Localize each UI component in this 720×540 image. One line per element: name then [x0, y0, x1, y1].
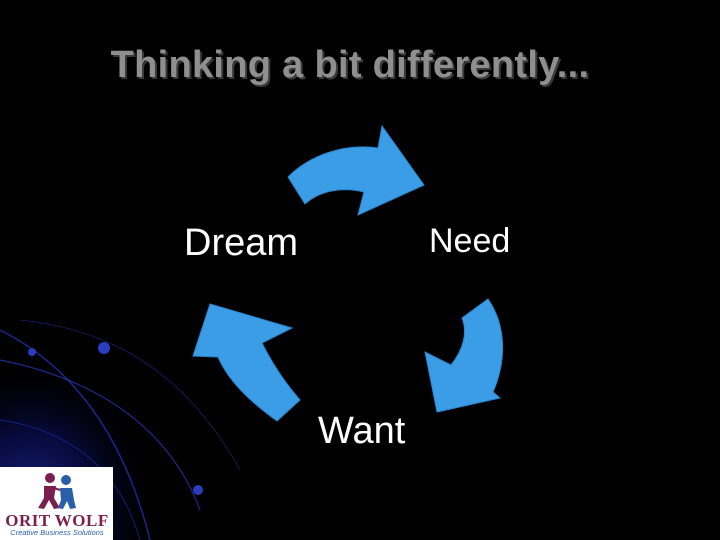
- logo-tagline: Creative Business Solutions: [10, 528, 104, 537]
- arrow-want-to-dream: [192, 303, 301, 422]
- arrow-need-to-want: [424, 298, 504, 413]
- two-people-icon: [38, 473, 76, 509]
- logo-name: ORIT WOLF: [5, 511, 109, 530]
- slide-title: Thinking a bit differently...: [110, 44, 590, 86]
- node-dream: Dream: [184, 222, 299, 264]
- node-need: Need: [429, 222, 511, 260]
- company-logo: ORIT WOLF Creative Business Solutions: [0, 467, 113, 540]
- node-want: Want: [318, 410, 406, 452]
- arrow-dream-to-need: [287, 124, 425, 216]
